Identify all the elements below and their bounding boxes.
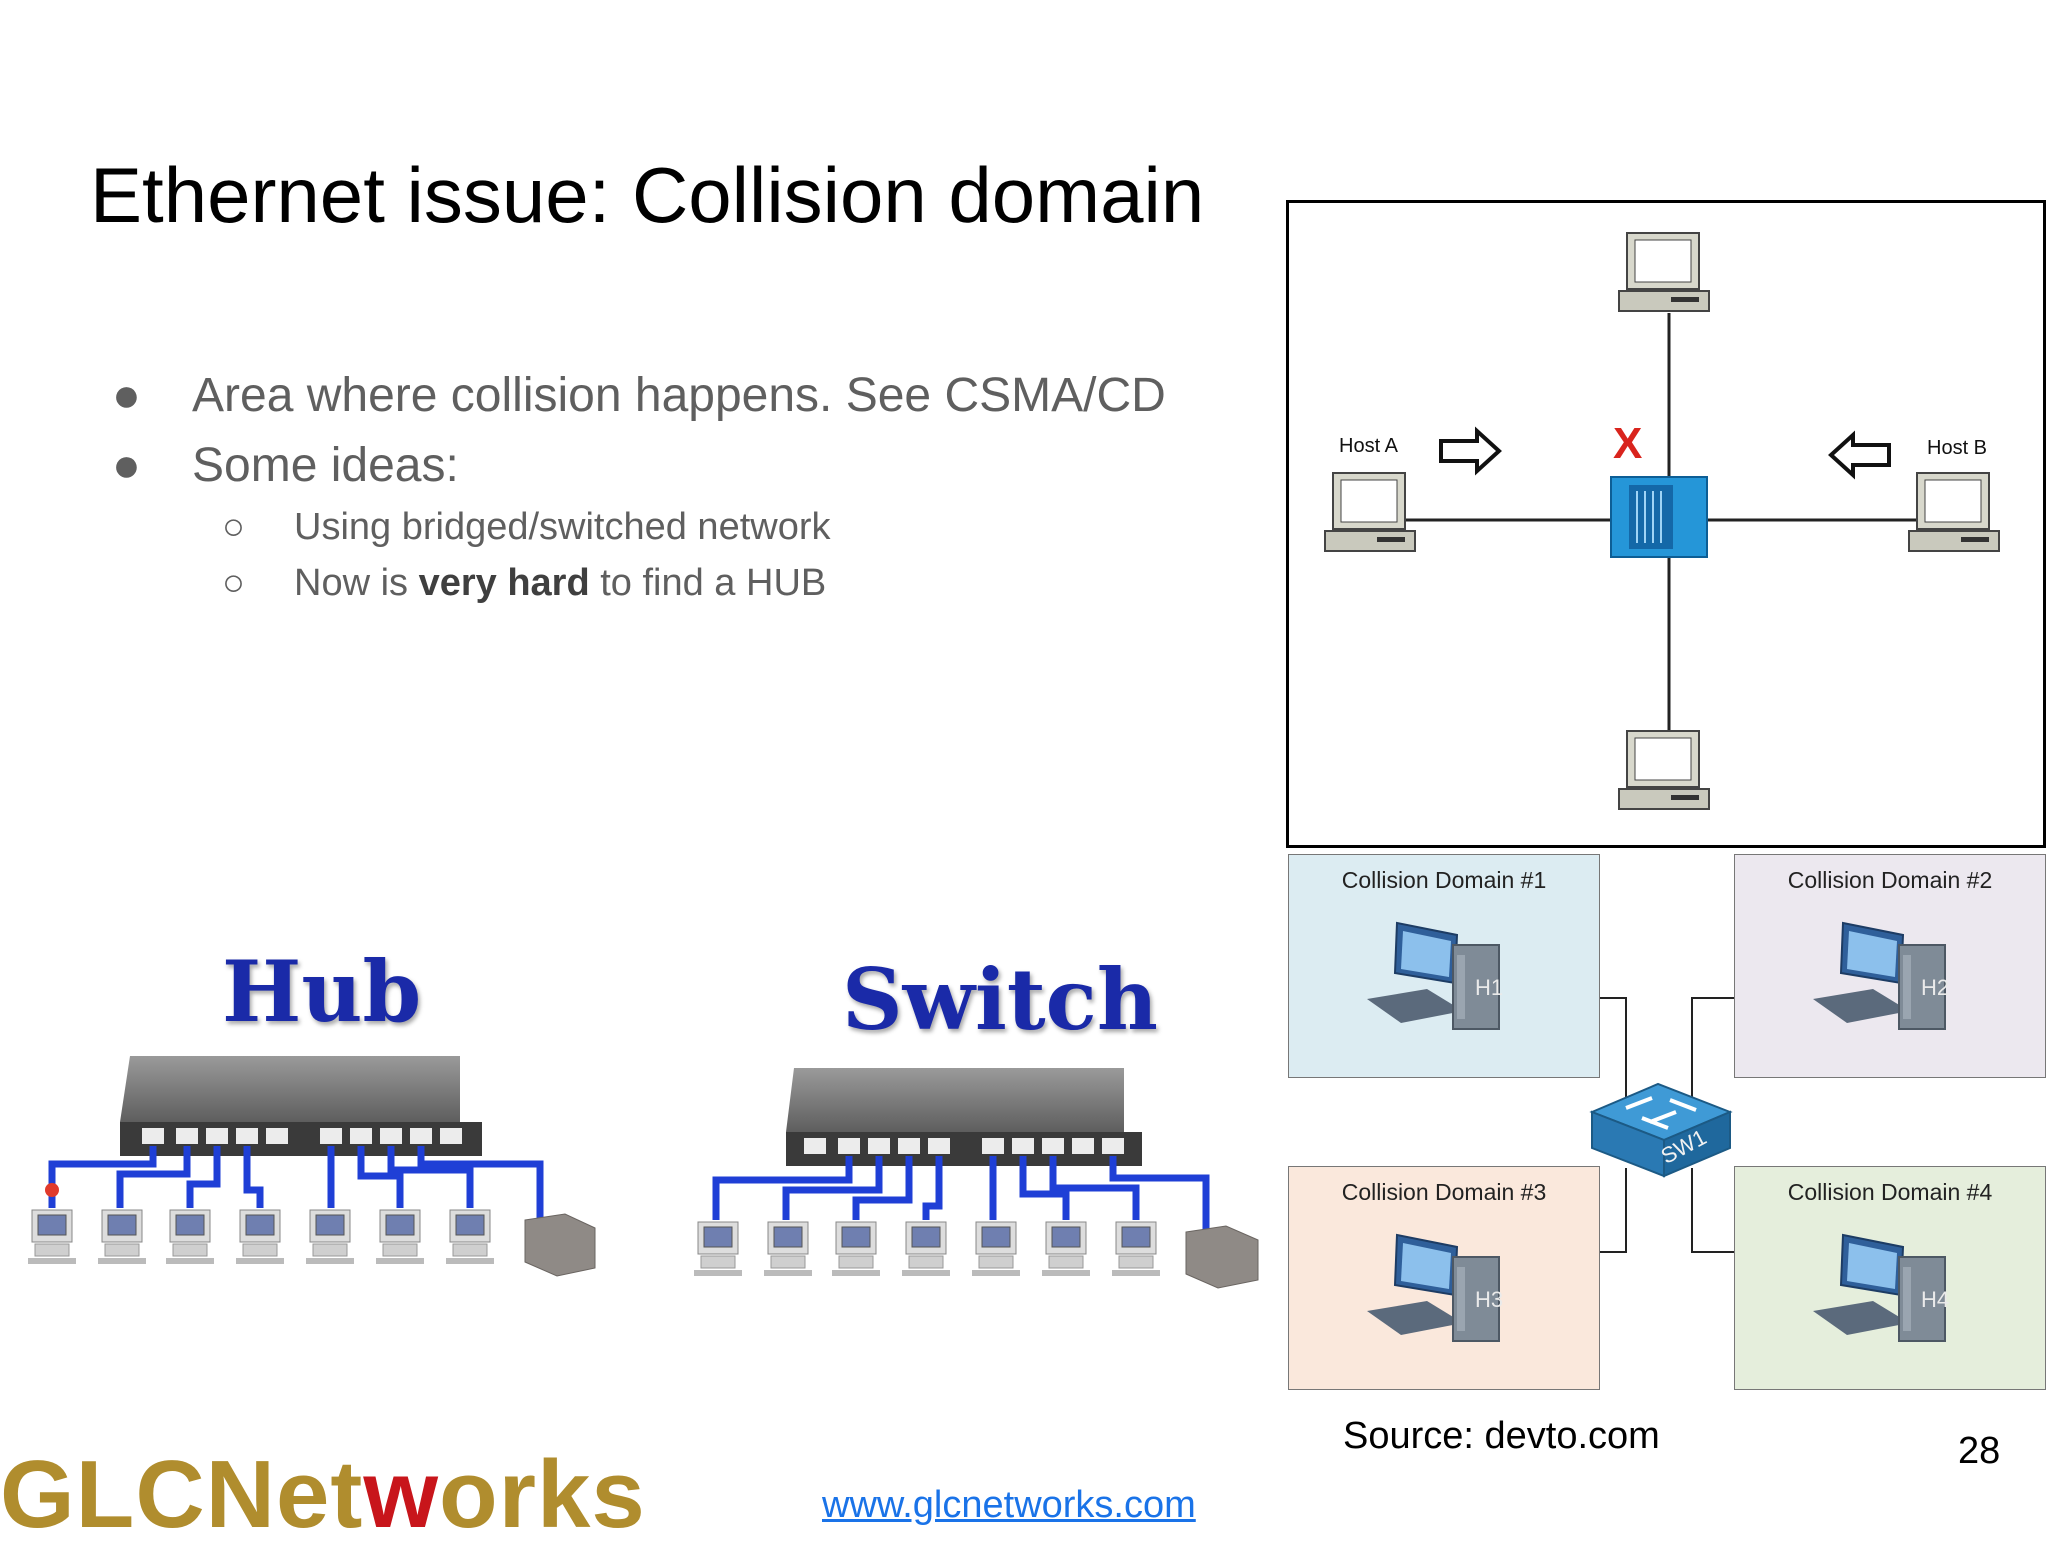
left-arrow-icon	[1828, 430, 1891, 480]
sub-bullet-item-2: ○ Now is very hard to find a HUB	[222, 562, 826, 605]
host-a-label: Host A	[1339, 435, 1398, 457]
bullet-marker: ●	[112, 369, 141, 422]
website-link[interactable]: www.glcnetworks.com	[822, 1484, 1196, 1526]
source-caption: Source: devto.com	[1343, 1415, 1660, 1457]
collision-domain-2: Collision Domain #2 H2	[1734, 854, 2046, 1078]
collision-domain-4: Collision Domain #4 H4	[1734, 1166, 2046, 1390]
page-number: 28	[1958, 1430, 2001, 1472]
computer-icon	[1813, 1233, 1946, 1342]
domain-title: Collision Domain #4	[1787, 1179, 1993, 1205]
sub-bullet-text: Using bridged/switched network	[294, 506, 831, 548]
host-label: H2	[1921, 975, 1950, 1000]
domain-title: Collision Domain #2	[1787, 867, 1993, 893]
domain-title: Collision Domain #1	[1341, 867, 1547, 893]
sub-bullet-marker: ○	[222, 562, 245, 604]
collision-mark-icon: X	[1613, 419, 1643, 468]
computer-icon	[1813, 921, 1946, 1030]
collision-domain-3: Collision Domain #3 H3	[1288, 1166, 1600, 1390]
glcnetworks-logo: GLCNetworks	[0, 1441, 646, 1548]
switch-illustration	[693, 1068, 1259, 1289]
host-a-icon	[1324, 472, 1416, 552]
bullet-marker: ●	[112, 439, 141, 492]
domain-title: Collision Domain #3	[1341, 1179, 1547, 1205]
collision-domain-1: Collision Domain #1 H1	[1288, 854, 1600, 1078]
bullet-text: Area where collision happens. See CSMA/C…	[192, 369, 1166, 422]
host-label: H4	[1921, 1287, 1950, 1312]
switch-label: Switch	[842, 950, 1158, 1049]
host-b-icon	[1908, 472, 2000, 552]
hub-illustration	[27, 1056, 596, 1277]
collision-domains-diagram: Collision Domain #1 H1 Collision Domain …	[1286, 852, 2048, 1390]
computer-icon	[1367, 921, 1500, 1030]
bottom-host-icon	[1618, 730, 1710, 810]
top-host-icon	[1618, 232, 1710, 312]
host-b-label: Host B	[1927, 437, 1988, 459]
computer-icon	[1367, 1233, 1500, 1342]
right-arrow-icon	[1439, 426, 1502, 476]
sub-bullet-marker: ○	[222, 506, 245, 548]
host-label: H3	[1475, 1287, 1504, 1312]
emphasis-text: very hard	[418, 562, 590, 604]
bullet-text: Some ideas:	[192, 439, 459, 492]
sub-bullet-text: Now is very hard to find a HUB	[294, 562, 827, 604]
host-label: H1	[1475, 975, 1504, 1000]
sub-bullet-item-1: ○ Using bridged/switched network	[222, 506, 831, 549]
collision-diagram-graphic	[1324, 232, 2000, 810]
slide-title: Ethernet issue: Collision domain	[90, 151, 1205, 239]
hub-label: Hub	[222, 942, 422, 1041]
collision-diagram: X Host A Host B	[1286, 200, 2046, 848]
switch-sw1-icon	[1589, 1082, 1733, 1178]
